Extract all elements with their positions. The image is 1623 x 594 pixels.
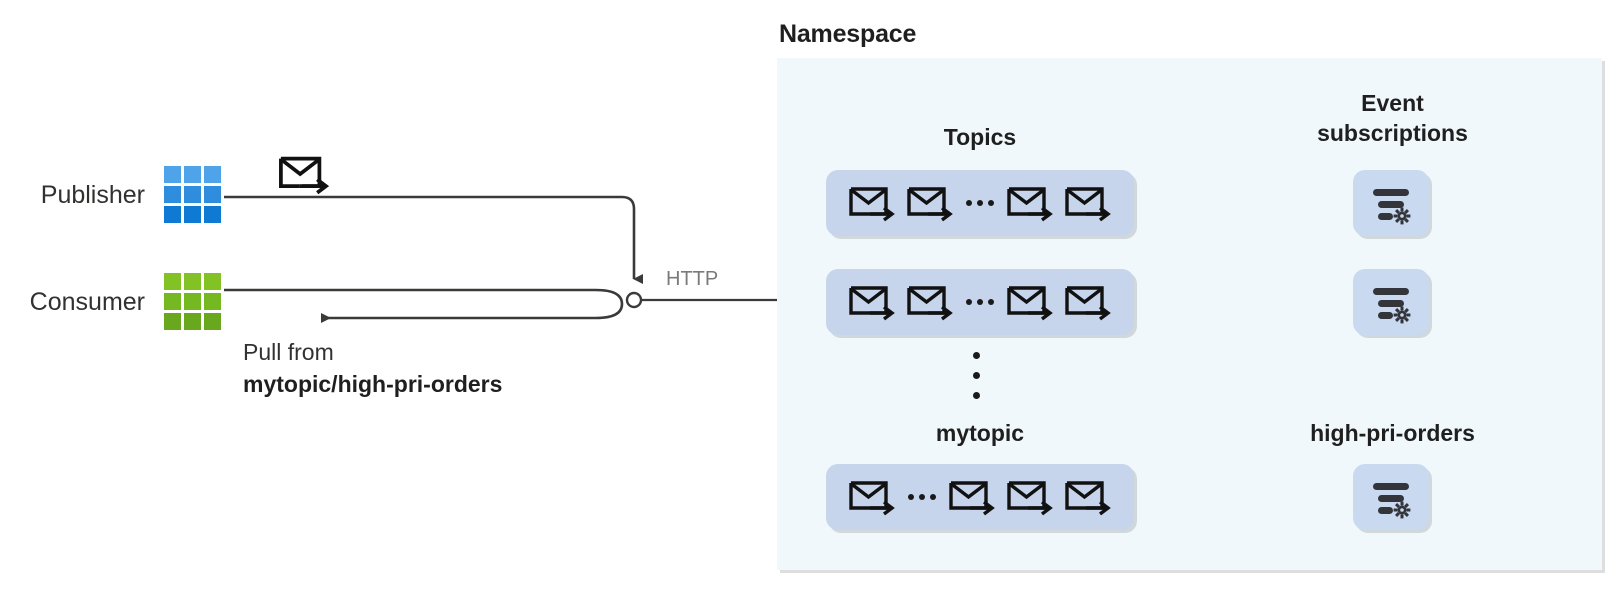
http-protocol-label: HTTP	[666, 268, 719, 290]
endpoint-circle-icon	[625, 291, 643, 309]
app-grid-icon	[164, 166, 221, 223]
vertical-ellipsis-icon	[973, 352, 980, 399]
envelope-arrow-icon	[907, 187, 953, 222]
topic-box[interactable]	[826, 269, 1134, 335]
topics-column-heading: Topics	[943, 124, 1017, 150]
horizontal-ellipsis-icon	[964, 299, 996, 305]
publisher-connector	[224, 195, 643, 284]
consumer-pull-loop	[224, 288, 624, 323]
topic-box[interactable]	[826, 170, 1134, 236]
envelope-arrow-icon	[1065, 187, 1111, 222]
envelope-arrow-icon	[849, 286, 895, 321]
event-subscription-box[interactable]	[1353, 464, 1429, 530]
event-subscriptions-column-heading: Event subscriptions	[1280, 88, 1505, 149]
app-grid-icon	[164, 273, 221, 330]
subscriptions-heading-line1: Event	[1361, 90, 1424, 116]
envelope-arrow-icon	[1007, 187, 1053, 222]
subscriptions-heading-line2: subscriptions	[1317, 120, 1468, 147]
consumer-label: Consumer	[29, 288, 145, 316]
envelope-arrow-icon	[1007, 286, 1053, 321]
envelope-arrow-icon	[279, 156, 330, 195]
event-subscription-box[interactable]	[1353, 170, 1429, 236]
subscription-filter-gear-icon	[1373, 189, 1411, 225]
topic-box[interactable]	[826, 464, 1134, 530]
pull-from-caption: Pull from mytopic/high-pri-orders	[243, 337, 502, 400]
subscription-filter-gear-icon	[1373, 483, 1411, 519]
pull-from-line1: Pull from	[243, 339, 334, 365]
pull-from-line2: mytopic/high-pri-orders	[243, 370, 503, 397]
horizontal-ellipsis-icon	[906, 494, 938, 500]
envelope-arrow-icon	[1065, 286, 1111, 321]
topic-name-label: mytopic	[935, 420, 1025, 446]
envelope-arrow-icon	[949, 481, 995, 516]
event-subscription-box[interactable]	[1353, 269, 1429, 335]
envelope-arrow-icon	[1007, 481, 1053, 516]
envelope-arrow-icon	[1065, 481, 1111, 516]
subscription-filter-gear-icon	[1373, 288, 1411, 324]
namespace-title: Namespace	[779, 20, 917, 48]
envelope-arrow-icon	[849, 481, 895, 516]
publisher-label: Publisher	[40, 181, 145, 209]
envelope-arrow-icon	[907, 286, 953, 321]
subscription-name-label: high-pri-orders	[1310, 420, 1475, 446]
horizontal-ellipsis-icon	[964, 200, 996, 206]
envelope-arrow-icon	[849, 187, 895, 222]
